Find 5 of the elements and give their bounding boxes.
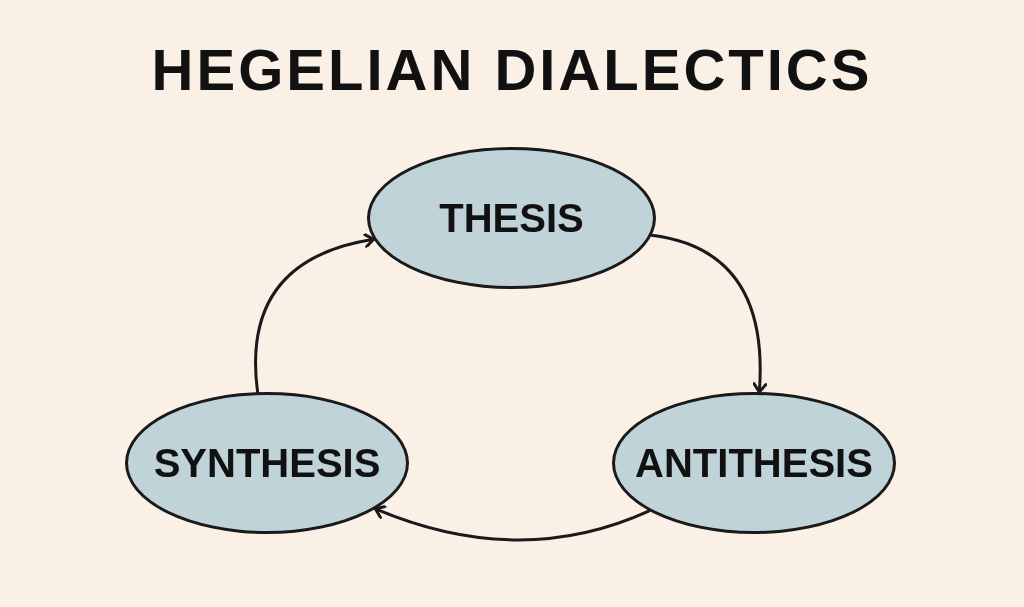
title: HEGELIAN DIALECTICS: [150, 38, 874, 102]
node-label: THESIS: [439, 195, 584, 241]
node-label: ANTITHESIS: [635, 440, 873, 486]
node-label: SYNTHESIS: [153, 440, 381, 486]
curved-arrow: [373, 504, 651, 542]
